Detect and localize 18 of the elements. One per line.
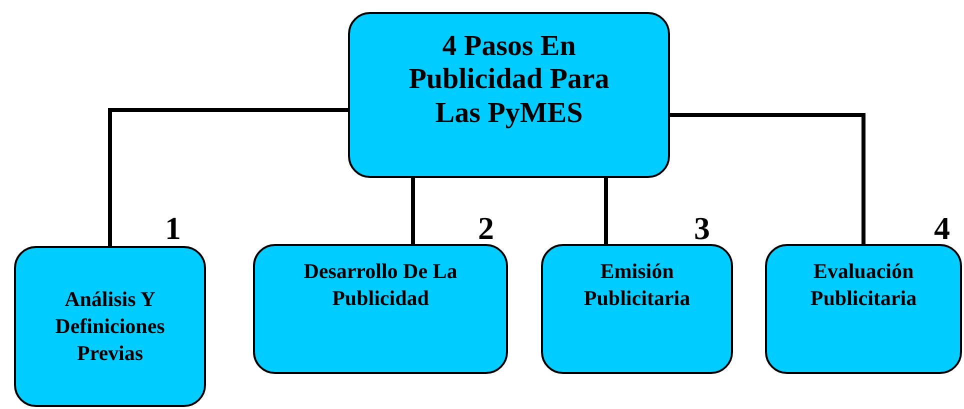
step-label: Emisión Publicitaria <box>582 258 692 312</box>
step-number: 3 <box>694 212 710 244</box>
step-label: Desarrollo De La Publicidad <box>302 258 458 312</box>
step-number: 2 <box>478 212 494 244</box>
step-box <box>541 244 733 374</box>
step-number: 1 <box>165 212 181 244</box>
connector-line <box>411 178 415 244</box>
step-number: 4 <box>934 212 950 244</box>
step-label: Evaluación Publicitaria <box>809 258 918 312</box>
title-text: 4 Pasos En Publicidad Para Las PyMES <box>408 30 610 130</box>
title-box <box>348 12 670 178</box>
step-box <box>765 244 962 374</box>
step-box <box>253 244 508 374</box>
step-box <box>14 246 206 407</box>
connector-line <box>108 108 348 246</box>
connector-line <box>604 178 608 244</box>
step-label: Análisis Y Definiciones Previas <box>54 286 166 368</box>
connector-line <box>670 113 866 244</box>
